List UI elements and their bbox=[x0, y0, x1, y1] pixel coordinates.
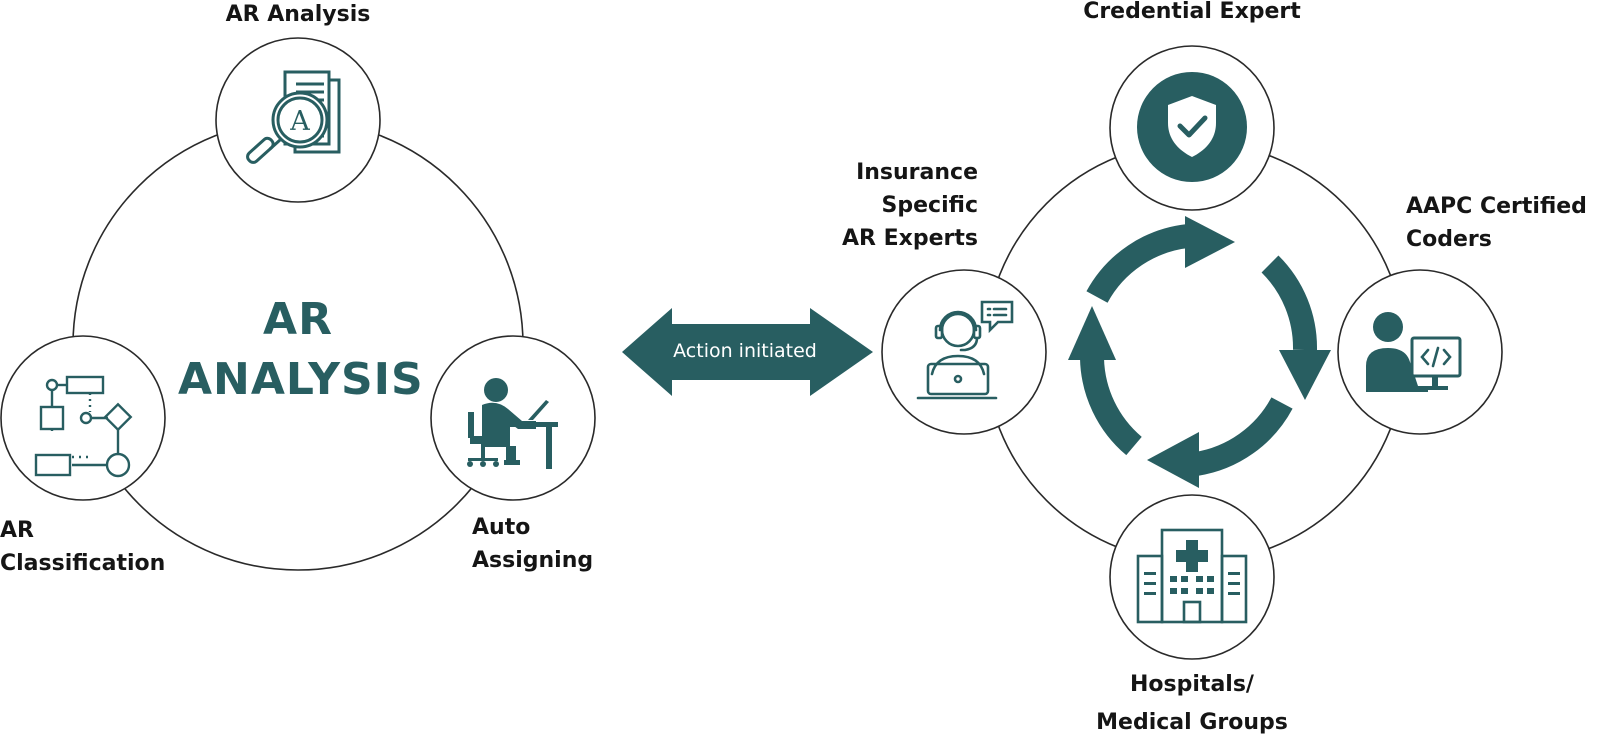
headset-agent-icon bbox=[916, 300, 1014, 400]
label-auto-assigning-line-2: Assigning bbox=[472, 548, 594, 573]
label-insurance-experts: Insurance Specific AR Experts bbox=[778, 156, 978, 255]
double-arrow-icon bbox=[622, 308, 873, 396]
label-insurance-experts-line-2: Specific bbox=[881, 193, 978, 218]
label-hospitals-line-1: Hospitals/ bbox=[1130, 672, 1254, 697]
shield-check-icon bbox=[1137, 72, 1247, 182]
connector-label: Action initiated bbox=[673, 340, 817, 362]
node-hospitals bbox=[1109, 494, 1275, 660]
label-ar-classification-line-2: Classification bbox=[0, 551, 166, 576]
label-credential-expert: Credential Expert bbox=[1062, 0, 1322, 28]
left-cycle-title: AR ANALYSIS bbox=[178, 290, 424, 410]
label-hospitals-line-2: Medical Groups bbox=[1096, 710, 1288, 735]
label-credential-expert-line-1: Credential Expert bbox=[1083, 0, 1301, 24]
label-aapc-coders-line-1: AAPC Certified bbox=[1406, 194, 1587, 219]
label-ar-classification: AR Classification bbox=[0, 514, 165, 580]
node-aapc-coders bbox=[1337, 269, 1503, 435]
node-credential-expert bbox=[1109, 45, 1275, 211]
coder-icon bbox=[1366, 312, 1462, 392]
label-aapc-coders: AAPC Certified Coders bbox=[1406, 190, 1587, 256]
label-ar-analysis-line-1: AR Analysis bbox=[225, 2, 371, 27]
label-hospitals: Hospitals/ Medical Groups bbox=[1072, 666, 1312, 742]
label-insurance-experts-line-1: Insurance bbox=[856, 160, 978, 185]
cycle-arrows-icon bbox=[1068, 216, 1331, 488]
left-cycle-title-line-2: ANALYSIS bbox=[178, 354, 424, 405]
label-ar-analysis: AR Analysis bbox=[188, 0, 408, 31]
label-insurance-experts-line-3: AR Experts bbox=[842, 226, 978, 251]
node-ar-analysis: A bbox=[215, 37, 381, 203]
left-cycle-title-line-1: AR bbox=[263, 294, 333, 345]
node-auto-assigning bbox=[430, 335, 596, 501]
node-ar-classification bbox=[0, 335, 166, 501]
flowchart-icon bbox=[34, 375, 133, 478]
label-ar-classification-line-1: AR bbox=[0, 518, 34, 543]
hospital-icon bbox=[1136, 528, 1248, 624]
document-magnifier-icon bbox=[246, 70, 341, 164]
label-auto-assigning-line-1: Auto bbox=[472, 515, 531, 540]
document-magnifier-letter: A bbox=[289, 106, 310, 137]
label-aapc-coders-line-2: Coders bbox=[1406, 227, 1492, 252]
label-auto-assigning: Auto Assigning bbox=[472, 511, 593, 577]
node-insurance-experts bbox=[881, 269, 1047, 435]
person-at-desk-icon bbox=[467, 378, 558, 469]
